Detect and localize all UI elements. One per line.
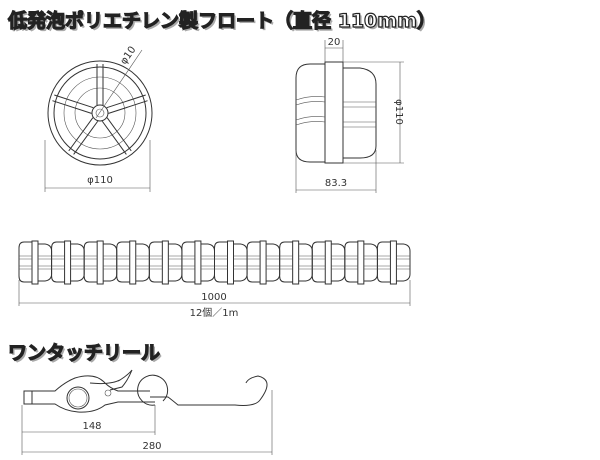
one-touch-reel: 148 280 [21, 369, 273, 455]
chain-float [116, 240, 150, 285]
spoke-line [52, 100, 92, 114]
hole-diameter-label: φ10 [118, 45, 138, 67]
chain-float [181, 240, 215, 285]
chain-float [344, 240, 378, 285]
float-section-title: 低発泡ポリエチレン製フロート（直径 110mm） [7, 9, 436, 32]
spoke-line [108, 100, 148, 114]
chain-float [376, 240, 411, 285]
chain-float [246, 240, 281, 285]
reel-total-length-label: 280 [142, 441, 161, 452]
spoke-line [106, 117, 132, 152]
front-diameter-label: φ110 [87, 175, 113, 186]
chain-float [279, 240, 313, 285]
spoke-line [54, 94, 94, 109]
side-diameter-label: φ110 [393, 99, 404, 125]
float-front-view: φ110 φ10 [44, 45, 153, 192]
spoke-line [73, 120, 99, 155]
spoke-line [106, 94, 146, 109]
chain-float [83, 240, 118, 285]
spoke-line [68, 117, 94, 152]
chain-note: 12個／1m [190, 306, 239, 319]
reel-short-length-label: 148 [82, 421, 101, 432]
chain-float [148, 240, 183, 285]
float-chain-view [18, 240, 411, 285]
chain-float [214, 240, 248, 285]
reel-section-title: ワンタッチリール [7, 341, 161, 364]
chain-float [18, 240, 53, 285]
float-side-view: 20 φ110 83.3 [295, 37, 404, 193]
length-label: 83.3 [325, 178, 347, 189]
chain-float [311, 240, 346, 285]
chain-length-label: 1000 [201, 292, 226, 303]
spoke-line [101, 120, 127, 155]
flange-width-label: 20 [328, 37, 341, 48]
chain-float [51, 240, 85, 285]
